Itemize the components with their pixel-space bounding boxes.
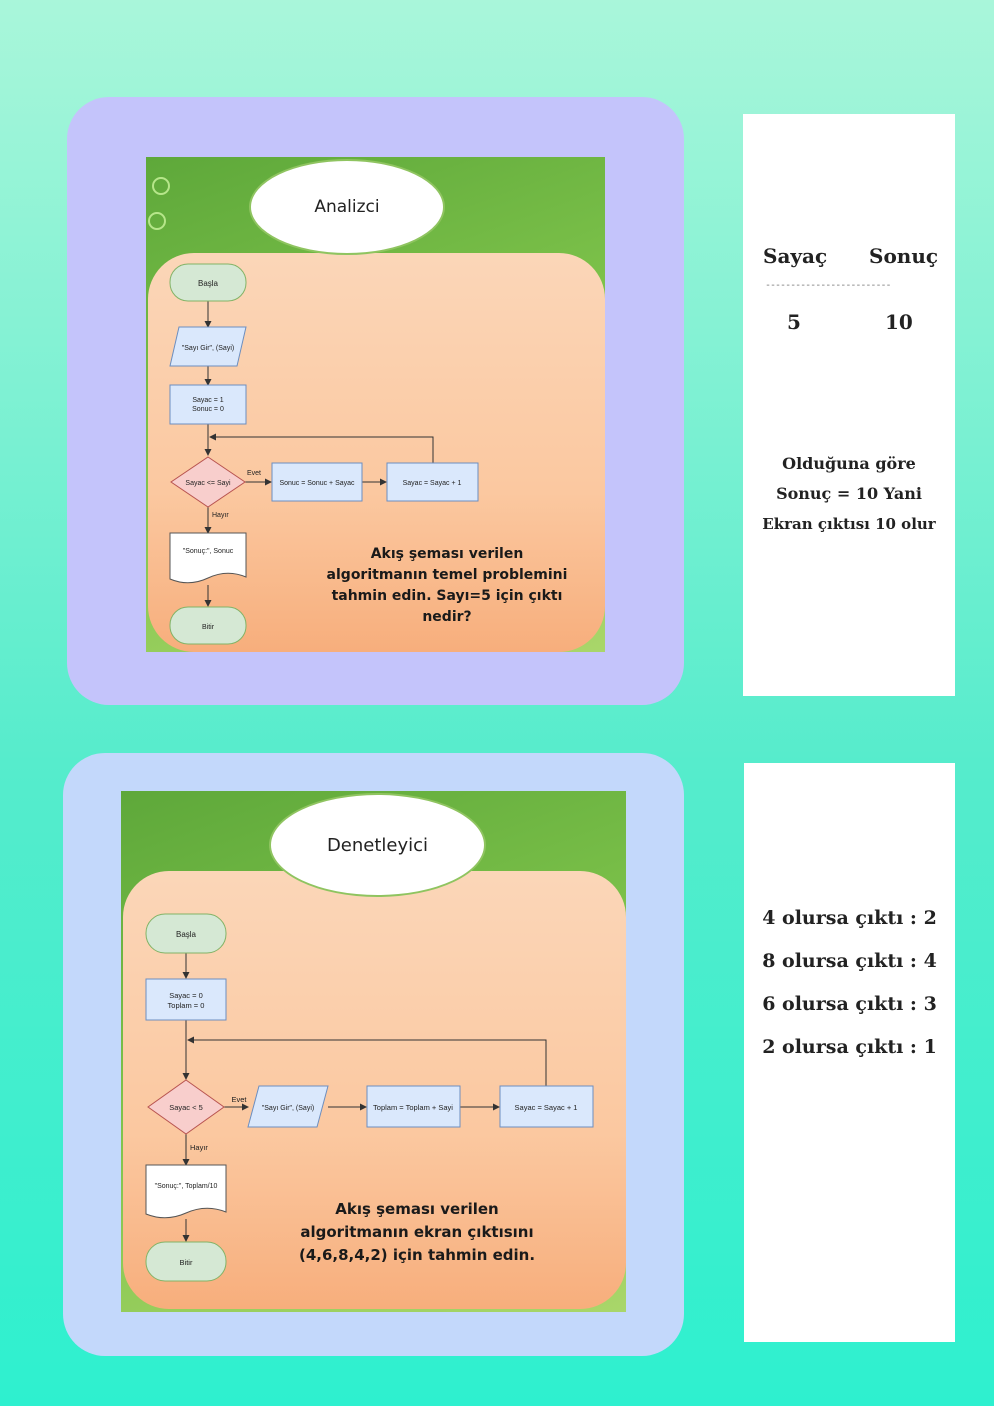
slide-title-text: Analizci [314,197,380,217]
end-label: Bitir [202,624,215,631]
content-card [148,253,605,652]
condition-label: Sayac < 5 [169,1103,203,1112]
loop-back-connector [187,1036,547,1086]
answer-list: 4 olursa çıktı : 2 8 olursa çıktı : 4 6 … [744,897,955,1069]
decorative-ring-icon [148,212,166,230]
table-value-sayac: 5 [787,310,801,334]
input-label: "Sayı Gir", (Sayi) [262,1105,314,1112]
table-divider: ------------------------- [765,280,892,291]
loop-back-connector [209,433,434,463]
sum-label: Sonuc = Sonuc + Sayac [279,480,355,487]
slide-title: Denetleyici [269,793,486,897]
yes-label: Evet [231,1095,247,1104]
answer-line: 4 olursa çıktı : 2 [762,907,937,929]
flowchart-analizci: Başla "Sayı Gir", (Sayi) Sayac = 1 Sonuc… [169,263,479,645]
sum-label: Toplam = Toplam + Sayi [373,1103,453,1112]
sum-process [366,1085,461,1128]
init-line1: Sayac = 0 [169,991,203,1000]
answer-line: 8 olursa çıktı : 4 [762,950,937,972]
question-text: Akış şeması verilen algoritmanın ekran ç… [271,1198,563,1267]
start-terminal [145,913,227,954]
explanation-line: Sonuç = 10 Yani [776,484,922,503]
slide-denetleyici: Denetleyici Başla Sayac = 0 Toplam = 0 S… [121,791,626,1312]
question-line: Akış şeması verilen [370,546,524,562]
init-line1: Sayac = 1 [192,397,223,404]
increment-label: Sayac = Sayac + 1 [403,480,462,487]
condition-label: Sayac <= Sayi [185,480,231,487]
question-line: tahmin edin. Sayı=5 için çıktı [331,588,563,604]
answer-card-denetleyici: 4 olursa çıktı : 2 8 olursa çıktı : 4 6 … [744,763,955,1342]
question-line: algoritmanın temel problemini [326,567,568,583]
output-label: "Sonuç:", Sonuc [183,548,234,555]
start-label: Başla [176,930,197,939]
sum-process [271,462,363,502]
table-value-sonuc: 10 [885,310,913,334]
answer-line: 6 olursa çıktı : 3 [762,993,937,1015]
yes-label: Evet [247,470,261,477]
explanation-line: Ekran çıktısı 10 olur [762,515,936,533]
start-terminal [169,263,247,302]
no-label: Hayır [212,512,229,519]
input-parallelogram [169,326,247,367]
input-label: "Sayı Gir", (Sayi) [182,345,234,352]
start-label: Başla [198,279,219,288]
question-line: (4,6,8,4,2) için tahmin edin. [298,1246,536,1264]
question-line: Akış şeması verilen [335,1200,499,1218]
table-header-sayac: Sayaç [763,244,828,268]
table-header-sonuc: Sonuç [869,244,939,268]
question-text: Akış şeması verilen algoritmanın temel p… [303,544,591,628]
output-document [145,1164,227,1219]
input-parallelogram [247,1085,329,1128]
slide-title-text: Denetleyici [326,834,429,856]
end-terminal [169,606,247,645]
explanation-line: Olduğuna göre [782,454,916,473]
output-document [169,532,247,584]
increment-process [386,462,479,502]
output-label: "Sonuç:", Toplam/10 [155,1183,218,1190]
condition-decision [147,1079,225,1135]
end-label: Bitir [180,1258,193,1267]
answer-line: 2 olursa çıktı : 1 [762,1036,937,1058]
slide-title: Analizci [249,159,445,255]
explanation-text: Olduğuna göre Sonuç = 10 Yani Ekran çıkt… [743,449,955,539]
init-line2: Toplam = 0 [168,1001,205,1010]
question-line: algoritmanın ekran çıktısını [300,1223,534,1241]
question-line: nedir? [422,609,472,625]
end-terminal [145,1241,227,1282]
init-line2: Sonuc = 0 [192,406,224,413]
answer-card-analizci: Sayaç Sonuç ------------------------- 5 … [743,114,955,696]
init-process [145,978,227,1021]
decorative-ring-icon [152,177,170,195]
flowchart-denetleyici: Başla Sayac = 0 Toplam = 0 Sayac < 5 Eve… [145,913,594,1282]
increment-process [499,1085,594,1128]
slide-analizci: Analizci Başla "Sayı Gir", (Sayi) Sayac … [146,157,605,652]
no-label: Hayır [190,1143,208,1152]
condition-decision [170,456,246,508]
init-process [169,384,247,425]
increment-label: Sayac = Sayac + 1 [515,1103,578,1112]
